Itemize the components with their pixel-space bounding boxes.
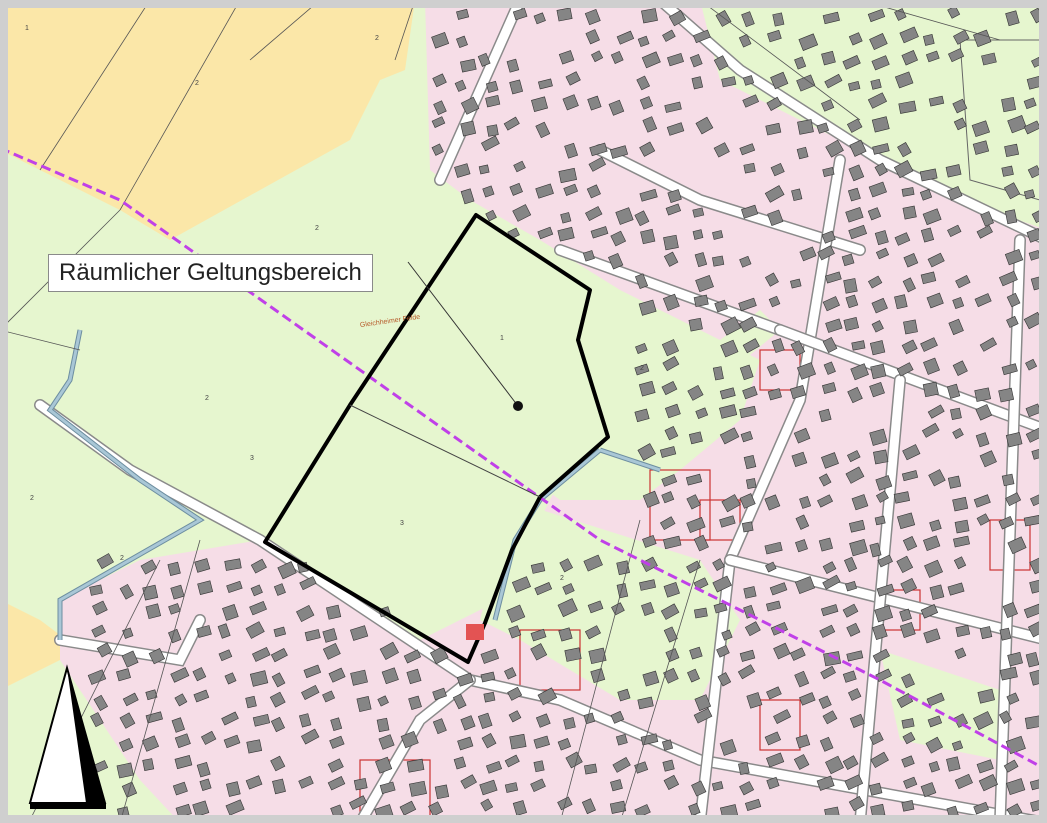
planning-area-boundary (263, 213, 610, 664)
callout-pointer (407, 261, 519, 407)
north-arrow-icon (28, 664, 107, 809)
parcel-number: 1 (25, 25, 29, 32)
parcel-number: 2 (375, 35, 379, 42)
parcel-number: 3 (400, 520, 404, 527)
parcel-number: 3 (250, 455, 254, 462)
parcel-number: 2 (560, 575, 564, 582)
parcel-number: 2 (315, 225, 319, 232)
parcel-number: 2 (205, 395, 209, 402)
callout-target-dot (513, 401, 523, 411)
parcel-number: 2 (640, 365, 644, 372)
parcel-number: 2 (120, 555, 124, 562)
parcel-number: 2 (195, 80, 199, 87)
callout-label: Räumlicher Geltungsbereich (48, 254, 373, 292)
parcel-number: 2 (30, 495, 34, 502)
parcel-number: 1 (500, 335, 504, 342)
